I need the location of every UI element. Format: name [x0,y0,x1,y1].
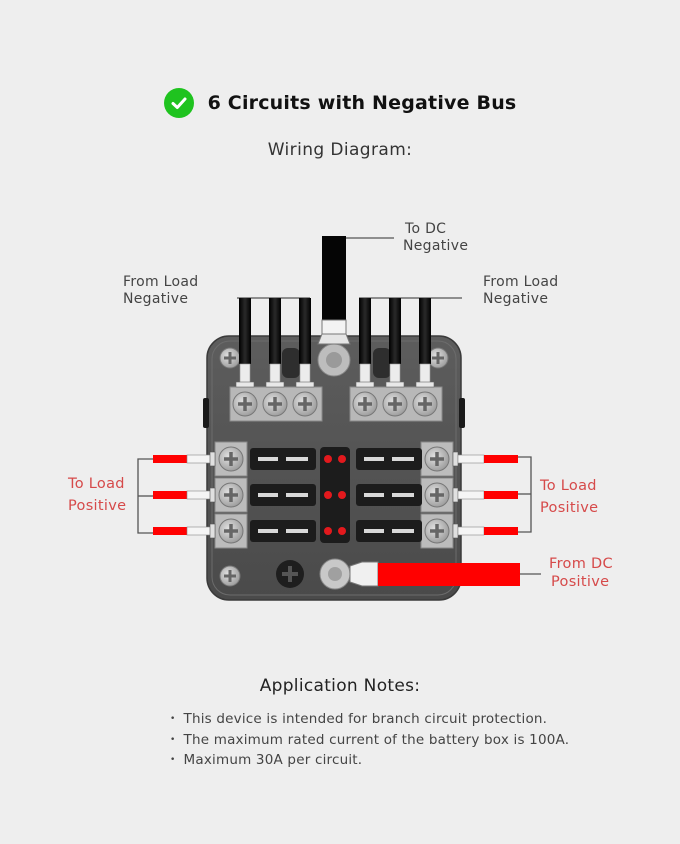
positive-load-wire-right [452,523,518,539]
positive-terminal-right [420,441,454,477]
diagram-subtitle: Wiring Diagram: [267,140,413,160]
side-tab-right [459,398,465,428]
indicator-led [338,527,346,535]
header: 6 Circuits with Negative Bus [0,88,680,118]
corner-screw-icon [219,565,241,587]
dc-negative-wire [317,236,351,345]
positive-load-wire-left [153,487,216,503]
label-from-load-negative-left: From Load Negative [123,274,199,307]
indicator-led [324,527,332,535]
note-item: The maximum rated current of the battery… [170,731,570,752]
fuse-holder-left [250,448,316,470]
negative-load-wire [295,298,315,388]
positive-terminal-right [420,513,454,549]
note-item: Maximum 30A per circuit. [170,751,569,772]
label-from-load-negative-right: From Load Negative [483,274,559,307]
mount-screw-icon [276,560,304,588]
label-to-load-positive-left: To Load Positive [68,476,127,514]
positive-load-wire-right [452,451,518,467]
positive-terminal-left [214,441,248,477]
positive-load-wire-left [153,451,216,467]
bus-screw-icon [382,391,408,417]
fuse-holder-right [356,520,422,542]
notes-list: This device is intended for branch circu… [170,710,570,772]
check-circle-icon [163,88,194,118]
negative-load-wire [415,298,435,388]
fuse-holder-right [356,484,422,506]
side-tab-left [203,398,209,428]
negative-load-wire [355,298,375,388]
positive-load-wire-left [153,523,216,539]
corner-screw-icon [219,347,241,369]
positive-terminal-left [214,477,248,513]
positive-load-wire-right [452,487,518,503]
negative-load-wire [265,298,285,388]
negative-load-wire [385,298,405,388]
positive-terminal-left [214,513,248,549]
label-from-dc-positive: From DC Positive [549,556,613,590]
bus-screw-icon [292,391,318,417]
note-item: This device is intended for branch circu… [170,710,569,731]
positive-terminal-right [420,477,454,513]
positive-stud [319,558,351,590]
notes-title: Application Notes: [259,676,421,696]
bus-screw-icon [352,391,378,417]
fuse-holder-right [356,448,422,470]
bus-screw-icon [412,391,438,417]
led-panel [320,447,350,543]
indicator-led [338,491,346,499]
fuse-box [203,335,465,601]
fuse-holder-left [250,484,316,506]
negative-load-wire [235,298,255,388]
indicator-led [324,491,332,499]
indicator-led [338,455,346,463]
page-title: 6 Circuits with Negative Bus [207,92,517,114]
negative-stud [317,343,351,377]
label-to-load-positive-right: To Load Positive [540,478,599,516]
label-to-dc-negative: To DC Negative [403,221,469,254]
leader-lines [137,237,541,575]
dc-positive-wire [349,561,520,587]
fuse-holder-left [250,520,316,542]
bus-screw-icon [262,391,288,417]
indicator-led [324,455,332,463]
bus-screw-icon [232,391,258,417]
